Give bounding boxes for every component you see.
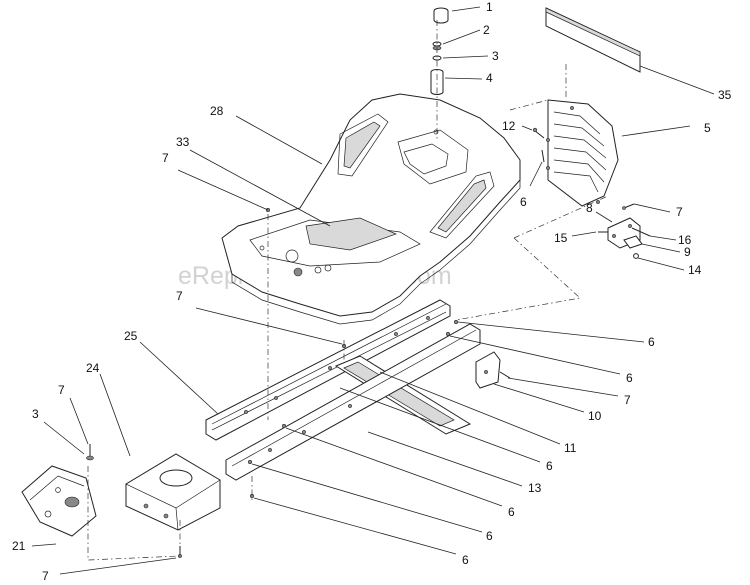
- callout-4: 4: [486, 71, 493, 85]
- callout-6: 6: [626, 371, 633, 385]
- part-14-nut: [633, 253, 639, 259]
- callout-7: 7: [42, 569, 49, 583]
- callout-28: 28: [210, 104, 224, 118]
- callout-6: 6: [462, 553, 469, 567]
- callout-6: 6: [520, 195, 527, 209]
- callout-14: 14: [688, 263, 702, 277]
- callout-3: 3: [32, 407, 39, 421]
- part-16-screw: [631, 227, 651, 237]
- part-13-lower-rail: [225, 323, 481, 481]
- assembly-lines: [87, 20, 609, 561]
- part-7-bolt-fender: [622, 203, 635, 210]
- callout-13: 13: [528, 481, 542, 495]
- callout-24: 24: [86, 361, 100, 375]
- part-35-trim-strip: [545, 7, 641, 73]
- part-1-cap: [433, 7, 449, 24]
- callout-7: 7: [162, 151, 169, 165]
- callout-21: 21: [12, 539, 26, 553]
- callout-6: 6: [648, 335, 655, 349]
- callout-6: 6: [508, 505, 515, 519]
- part-3-washer-front: [86, 455, 94, 461]
- callout-7: 7: [624, 393, 631, 407]
- callout-1: 1: [486, 0, 493, 14]
- part-21-front-bracket: [21, 465, 97, 537]
- callout-11: 11: [564, 441, 577, 455]
- callout-7: 7: [676, 205, 683, 219]
- part-5-rear-fender: [546, 99, 619, 207]
- callout-6: 6: [486, 529, 493, 543]
- part-24-mount-plate: [125, 453, 221, 531]
- callout-12: 12: [502, 119, 516, 133]
- callout-3: 3: [492, 49, 499, 63]
- callout-15: 15: [554, 231, 568, 245]
- callout-7: 7: [176, 289, 183, 303]
- part-7-bolt-bracket: [499, 371, 511, 379]
- callout-25: 25: [124, 329, 138, 343]
- callout-7: 7: [58, 383, 65, 397]
- callout-2: 2: [483, 23, 490, 37]
- callout-6: 6: [546, 459, 553, 473]
- callout-10: 10: [588, 409, 602, 423]
- part-11-cross-member: [334, 355, 472, 435]
- part-33-floor-panel: [305, 217, 397, 251]
- part-6-bolt-upper: [541, 149, 545, 163]
- leader-lines: [31, 6, 715, 575]
- part-7-bolt-bottom: [178, 546, 182, 558]
- callout-8: 8: [586, 201, 593, 215]
- callout-5: 5: [704, 121, 711, 135]
- callout-labels: 1 2 3 4 35 28 12 5 33 7 6 7 8 15 16 9 14…: [12, 0, 732, 583]
- callout-9: 9: [684, 245, 691, 259]
- callout-16: 16: [678, 233, 692, 247]
- part-25-frame-channel: [205, 299, 451, 441]
- part-28-seat-body: [221, 93, 521, 325]
- callout-33: 33: [176, 135, 190, 149]
- callout-35: 35: [718, 88, 732, 102]
- part-10-side-bracket: [475, 351, 501, 389]
- part-12-screw: [532, 127, 545, 139]
- part-6-bolts: [248, 208, 458, 498]
